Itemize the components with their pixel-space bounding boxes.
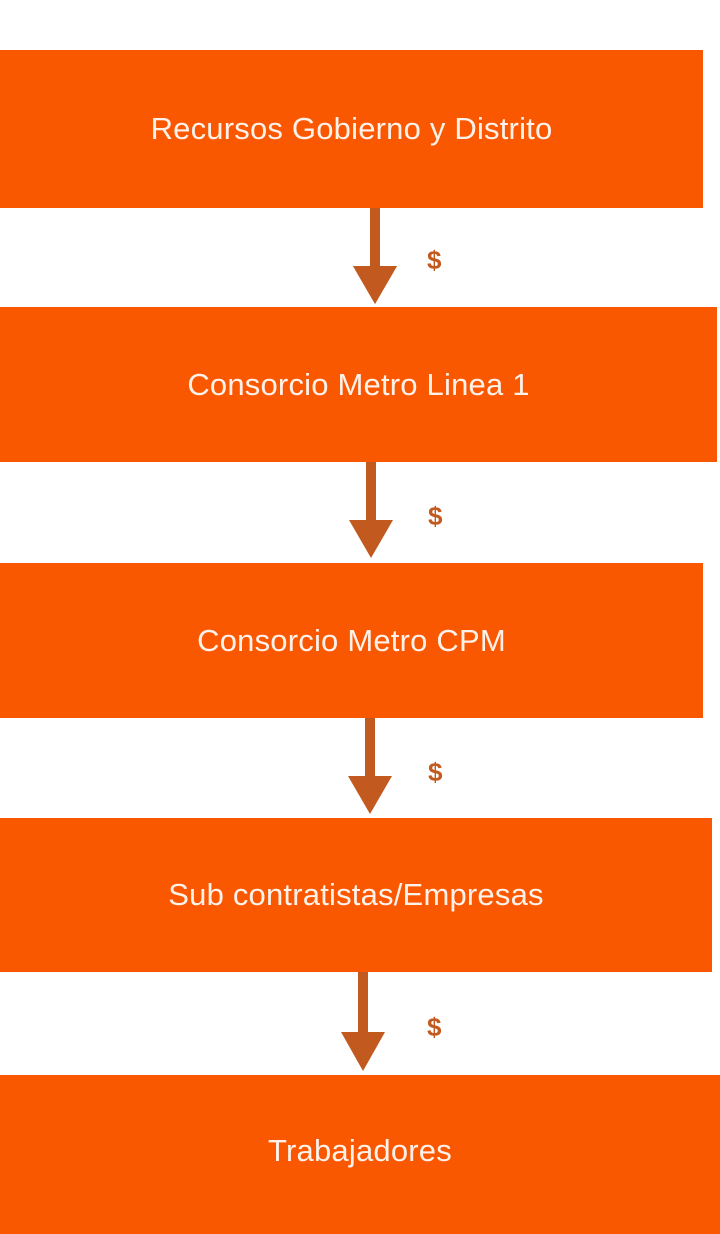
flow-node-sub-contratistas-empresas: Sub contratistas/Empresas [0, 818, 712, 972]
flow-node-label: Consorcio Metro Linea 1 [187, 366, 530, 402]
arrow-down-icon [347, 718, 393, 818]
flow-connector-1 [352, 208, 398, 308]
arrow-down-icon [348, 462, 394, 562]
arrow-down-icon [340, 972, 386, 1075]
flow-node-trabajadores: Trabajadores [0, 1075, 720, 1234]
flow-node-label: Recursos Gobierno y Distrito [150, 111, 553, 147]
flow-node-label: Sub contratistas/Empresas [168, 877, 544, 913]
flow-connector-2 [348, 462, 394, 562]
flow-node-label: Trabajadores [268, 1132, 452, 1168]
flow-connector-4 [340, 972, 386, 1075]
arrow-down-icon [352, 208, 398, 308]
money-label-1: $ [427, 245, 442, 275]
flow-connector-3 [347, 718, 393, 818]
flow-node-consorcio-metro-cpm: Consorcio Metro CPM [0, 563, 703, 718]
money-label-4: $ [427, 1012, 442, 1042]
flow-node-consorcio-metro-linea-1: Consorcio Metro Linea 1 [0, 307, 717, 462]
flow-node-recursos-gobierno-y-distrito: Recursos Gobierno y Distrito [0, 50, 703, 208]
money-label-2: $ [428, 501, 443, 531]
money-label-3: $ [428, 757, 443, 787]
flow-node-label: Consorcio Metro CPM [197, 622, 506, 658]
